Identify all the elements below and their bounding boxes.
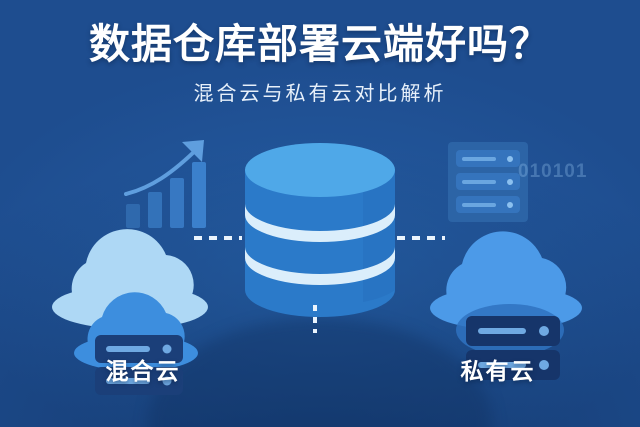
private-cloud-illustration (430, 231, 582, 380)
page-subtitle: 混合云与私有云对比解析 (193, 82, 447, 105)
dashed-line-left (194, 236, 242, 240)
dashed-line-right (397, 236, 445, 240)
title-block: 数据仓库部署云端好吗？ 混合云与私有云对比解析 (0, 21, 640, 106)
dashed-line-bottom (313, 305, 317, 333)
server-stack-icon (466, 316, 560, 380)
growth-bar-chart-icon (124, 140, 206, 228)
server-stack-icon (95, 335, 183, 395)
page-title: 数据仓库部署云端好吗？ (89, 21, 551, 67)
hybrid-cloud-label: 混合云 (105, 358, 181, 384)
private-cloud-label: 私有云 (460, 358, 536, 384)
hybrid-cloud-illustration (52, 229, 208, 395)
server-rack-icon (448, 142, 528, 222)
database-cylinder-icon (245, 143, 395, 317)
binary-decoration: 010101 (518, 161, 588, 182)
